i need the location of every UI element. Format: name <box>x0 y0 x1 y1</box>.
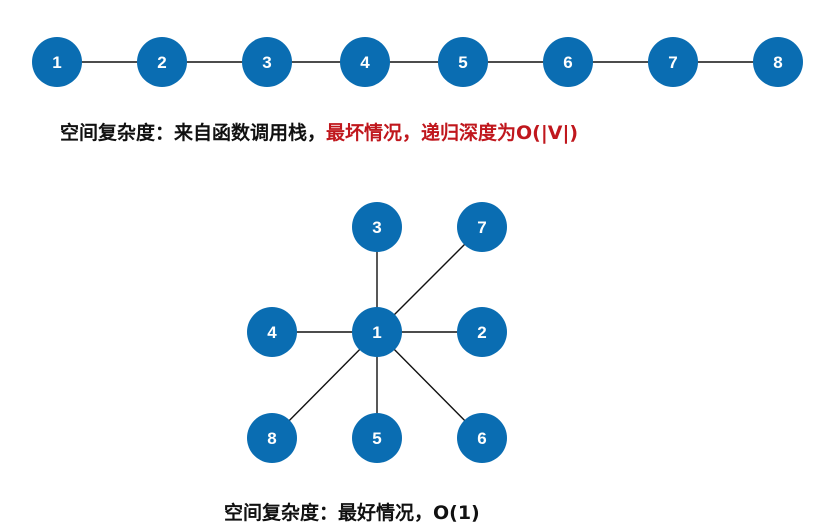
star-node-8-circle <box>247 413 297 463</box>
chain-node-2: 2 <box>137 37 187 87</box>
star-node-3-label: 3 <box>372 218 381 237</box>
chain-node-5: 5 <box>438 37 488 87</box>
star-node-2-label: 2 <box>477 323 486 342</box>
chain-node-8-circle <box>753 37 803 87</box>
star-node-6: 6 <box>457 413 507 463</box>
chain-node-1-circle <box>32 37 82 87</box>
chain-node-6-circle <box>543 37 593 87</box>
star-node-3-circle <box>352 202 402 252</box>
star-node-6-label: 6 <box>477 429 486 448</box>
star-node-5-circle <box>352 413 402 463</box>
chain-node-6: 6 <box>543 37 593 87</box>
star-node-8: 8 <box>247 413 297 463</box>
star-node-1-label: 1 <box>372 323 381 342</box>
chain-graph-nodes: 1 2 3 4 5 6 7 8 <box>32 37 803 87</box>
chain-node-8: 8 <box>753 37 803 87</box>
chain-node-4-circle <box>340 37 390 87</box>
chain-node-1-label: 1 <box>52 53 61 72</box>
star-node-7-label: 7 <box>477 218 486 237</box>
star-graph-nodes: 1 2 3 4 5 6 7 8 <box>247 202 507 463</box>
chain-node-2-label: 2 <box>157 53 166 72</box>
star-node-1: 1 <box>352 307 402 357</box>
star-node-4-circle <box>247 307 297 357</box>
chain-node-3-circle <box>242 37 292 87</box>
chain-node-7-label: 7 <box>668 53 677 72</box>
chain-node-1: 1 <box>32 37 82 87</box>
star-node-1-circle <box>352 307 402 357</box>
chain-node-5-circle <box>438 37 488 87</box>
chain-caption: 空间复杂度：来自函数调用栈，最坏情况，递归深度为O(|V|) <box>60 118 578 145</box>
chain-node-8-label: 8 <box>773 53 782 72</box>
star-node-5-label: 5 <box>372 429 381 448</box>
chain-node-4: 4 <box>340 37 390 87</box>
star-node-7-circle <box>457 202 507 252</box>
chain-node-5-label: 5 <box>458 53 467 72</box>
star-node-2: 2 <box>457 307 507 357</box>
star-node-2-circle <box>457 307 507 357</box>
star-node-7: 7 <box>457 202 507 252</box>
star-node-3: 3 <box>352 202 402 252</box>
star-node-8-label: 8 <box>267 429 276 448</box>
chain-node-6-label: 6 <box>563 53 572 72</box>
star-node-6-circle <box>457 413 507 463</box>
star-node-4: 4 <box>247 307 297 357</box>
chain-caption-highlight: 最坏情况，递归深度为O(|V|) <box>326 122 579 144</box>
chain-node-3-label: 3 <box>262 53 271 72</box>
star-node-5: 5 <box>352 413 402 463</box>
chain-node-4-label: 4 <box>360 53 370 72</box>
chain-caption-prefix: 空间复杂度：来自函数调用栈， <box>60 122 327 144</box>
star-node-4-label: 4 <box>267 323 277 342</box>
chain-node-7: 7 <box>648 37 698 87</box>
chain-node-3: 3 <box>242 37 292 87</box>
chain-node-7-circle <box>648 37 698 87</box>
star-caption: 空间复杂度：最好情况，O(1) <box>224 502 480 524</box>
chain-node-2-circle <box>137 37 187 87</box>
